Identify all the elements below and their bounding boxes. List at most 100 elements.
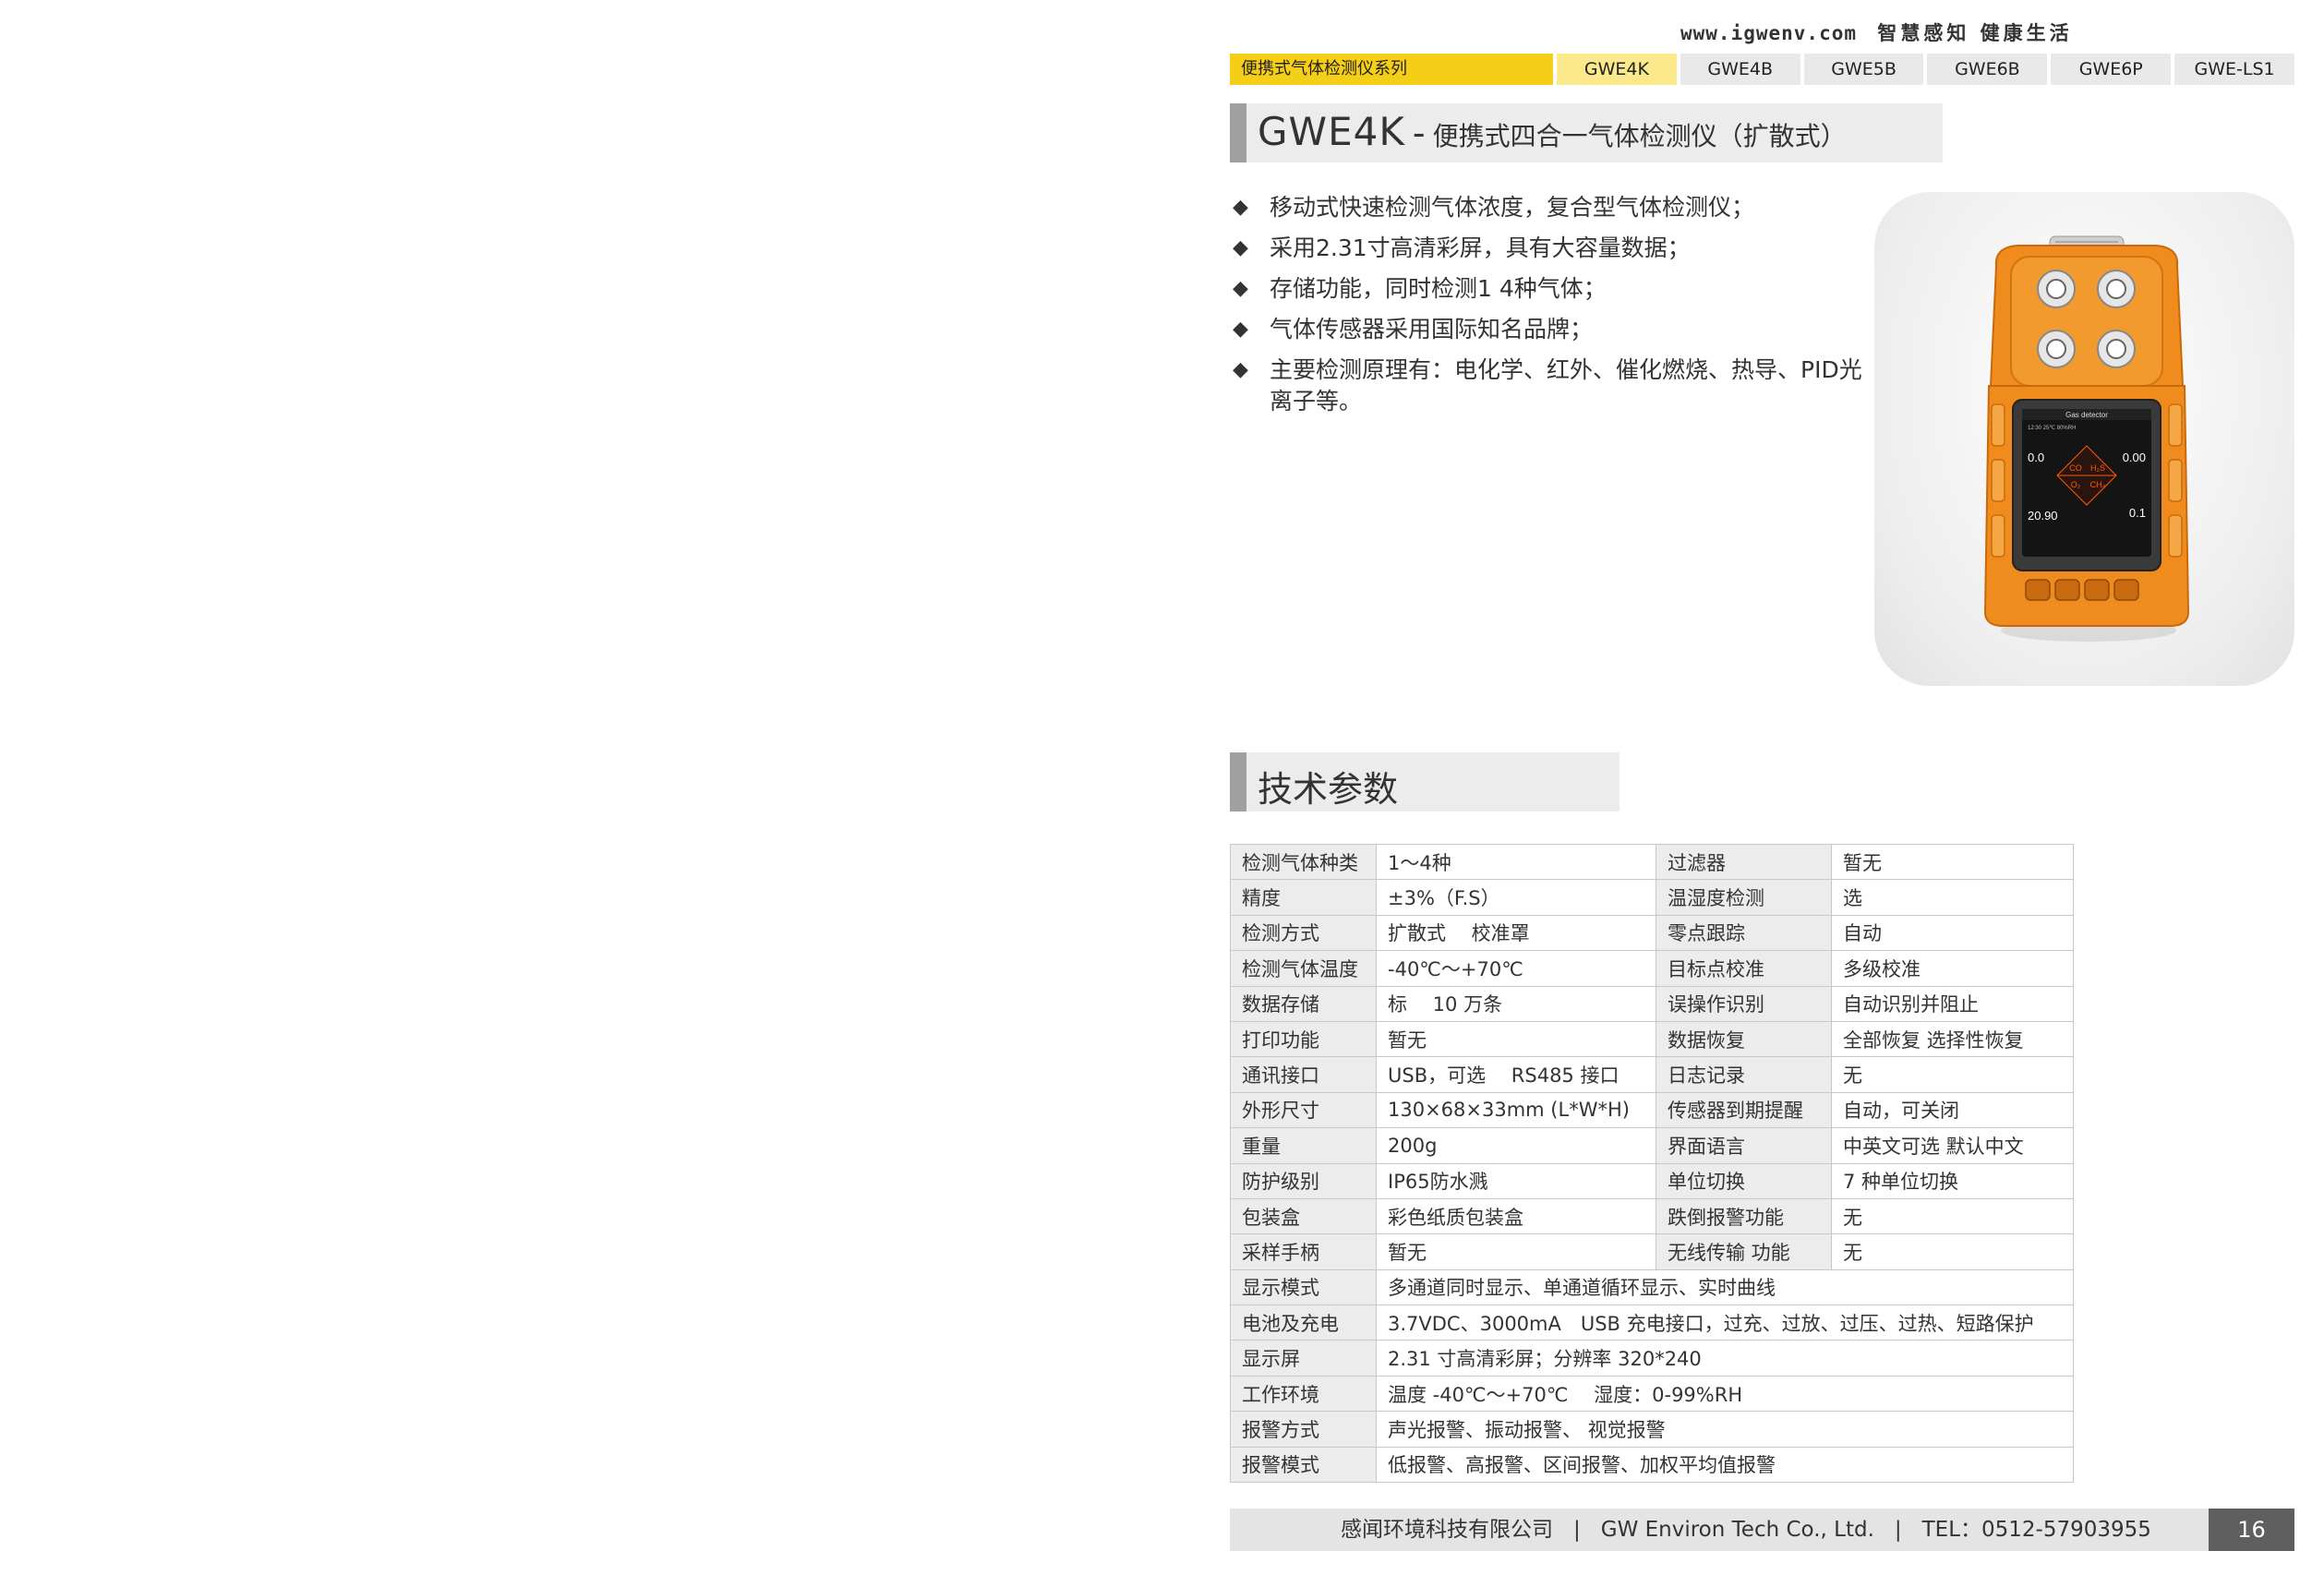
table-row: 检测方式扩散式 校准罩零点跟踪自动 [1230, 914, 2074, 952]
screen-gas-co: CO [2069, 463, 2082, 473]
spec-label: 过滤器 [1656, 843, 1832, 881]
spec-label: 检测气体种类 [1230, 843, 1377, 881]
spec-value: 彩色纸质包装盒 [1376, 1197, 1656, 1235]
slogan: 智慧感知 健康生活 [1877, 22, 2073, 44]
device-buttons [2025, 579, 2139, 601]
diamond-bullet-icon: ◆ [1233, 277, 1248, 300]
tab-gwe4k[interactable]: GWE4K [1557, 54, 1677, 85]
feature-list: ◆移动式快速检测气体浓度，复合型气体检测仪； ◆采用2.31寸高清彩屏，具有大容… [1233, 192, 1879, 427]
screen-status: 12:30 25℃ 80%RH [2028, 426, 2076, 431]
table-row: 采样手柄暂无无线传输 功能无 [1230, 1233, 2074, 1270]
feature-text: 气体传感器采用国际知名品牌； [1270, 316, 1594, 343]
feature-item: ◆主要检测原理有：电化学、红外、催化燃烧、热导、PID光离子等。 [1233, 355, 1879, 417]
spec-value: 自动识别并阻止 [1831, 985, 2074, 1022]
spec-label: 目标点校准 [1656, 950, 1832, 987]
table-row: 报警模式低报警、高报警、区间报警、加权平均值报警 [1230, 1446, 2074, 1484]
footer-separator: | [1894, 1518, 1902, 1542]
screen-gas-h2s: H₂S [2090, 463, 2105, 473]
diamond-bullet-icon: ◆ [1233, 358, 1248, 381]
spec-label: 温湿度检测 [1656, 879, 1832, 916]
spec-value: 2.31 寸高清彩屏；分辨率 320*240 [1376, 1340, 2074, 1377]
screen-header: Gas detector [2065, 411, 2108, 419]
spec-value: 暂无 [1831, 843, 2074, 881]
spec-title: 技术参数 [1258, 769, 1399, 810]
table-row: 精度±3%（F.S）温湿度检测选 [1230, 879, 2074, 916]
spec-label: 重量 [1230, 1127, 1377, 1164]
spec-label: 通讯接口 [1230, 1056, 1377, 1093]
feature-text: 采用2.31寸高清彩屏，具有大容量数据； [1270, 234, 1691, 261]
product-title: GWE4K-便携式四合一气体检测仪（扩散式） [1258, 109, 1847, 154]
spec-label: 打印功能 [1230, 1020, 1377, 1058]
feature-item: ◆采用2.31寸高清彩屏，具有大容量数据； [1233, 233, 1879, 264]
tab-gwe6p[interactable]: GWE6P [2051, 54, 2172, 85]
spec-label: 检测方式 [1230, 914, 1377, 952]
gas-detector-image: Gas detector 12:30 25℃ 80%RH CO H₂S O₂ C… [1983, 235, 2190, 642]
feature-item: ◆ 存储功能，同时检测1 4种气体； [1233, 273, 1879, 305]
screen-value-h2s: 0.00 [2123, 451, 2146, 464]
product-image-panel: Gas detector 12:30 25℃ 80%RH CO H₂S O₂ C… [1874, 192, 2294, 686]
company-cn: 感闻环境科技有限公司 [1341, 1518, 1553, 1542]
spec-label: 包装盒 [1230, 1197, 1377, 1235]
spec-value: 3.7VDC、3000mA USB 充电接口，过充、过放、过压、过热、短路保护 [1376, 1304, 2074, 1341]
tab-gwe6b[interactable]: GWE6B [1927, 54, 2048, 85]
spec-label: 数据存储 [1230, 985, 1377, 1022]
spec-label: 检测气体温度 [1230, 950, 1377, 987]
table-row: 工作环境温度 -40℃～+70℃ 湿度：0-99%RH [1230, 1375, 2074, 1413]
product-model: GWE4K [1258, 109, 1405, 154]
screen-value-o2: 20.90 [2028, 509, 2058, 523]
spec-value: IP65防水溅 [1376, 1162, 1656, 1199]
screen-value-ch4: 0.1 [2129, 506, 2146, 520]
spec-value: 自动 [1831, 914, 2074, 952]
spec-label: 跌倒报警功能 [1656, 1197, 1832, 1235]
tab-gwe4b[interactable]: GWE4B [1680, 54, 1800, 85]
spec-value: 暂无 [1376, 1020, 1656, 1058]
nav-series-label[interactable]: 便携式气体检测仪系列 [1230, 54, 1553, 85]
spec-value: 自动，可关闭 [1831, 1091, 2074, 1129]
screen-gas-o2: O₂ [2071, 480, 2081, 489]
spec-value: 无 [1831, 1233, 2074, 1270]
website-url[interactable]: www.igwenv.com [1680, 22, 1858, 44]
screen-gas-ch4: CH₄ [2090, 480, 2106, 489]
spec-label: 数据恢复 [1656, 1020, 1832, 1058]
table-row: 打印功能暂无数据恢复全部恢复 选择性恢复 [1230, 1020, 2074, 1058]
footer: 感闻环境科技有限公司|GW Environ Tech Co., Ltd.|TEL… [1230, 1509, 2209, 1551]
tab-gwe-ls1[interactable]: GWE-LS1 [2174, 54, 2294, 85]
spec-label: 误操作识别 [1656, 985, 1832, 1022]
spec-value: 多通道同时显示、单通道循环显示、实时曲线 [1376, 1268, 2074, 1306]
feature-text: 存储功能，同时检测1 4种气体； [1270, 275, 1607, 302]
spec-value: 无 [1831, 1056, 2074, 1093]
spec-label: 日志记录 [1656, 1056, 1832, 1093]
feature-item: ◆气体传感器采用国际知名品牌； [1233, 314, 1879, 345]
spec-value: 130×68×33mm (L*W*H) [1376, 1091, 1656, 1129]
title-dash: - [1412, 113, 1426, 153]
spec-title-bar: 技术参数 [1230, 752, 1620, 812]
spec-label: 单位切换 [1656, 1162, 1832, 1199]
screen-value-co: 0.0 [2028, 451, 2044, 464]
product-title-bar: GWE4K-便携式四合一气体检测仪（扩散式） [1230, 103, 1943, 162]
spec-value: -40℃～+70℃ [1376, 950, 1656, 987]
page-number: 16 [2209, 1509, 2294, 1551]
spec-value: 温度 -40℃～+70℃ 湿度：0-99%RH [1376, 1375, 2074, 1413]
spec-accent-bar [1230, 752, 1246, 812]
table-row: 包装盒彩色纸质包装盒跌倒报警功能无 [1230, 1197, 2074, 1235]
header-website: www.igwenv.com 智慧感知 健康生活 [1680, 18, 2105, 46]
product-nav: 便携式气体检测仪系列 GWE4K GWE4B GWE5B GWE6B GWE6P… [1230, 54, 2294, 85]
footer-separator: | [1573, 1518, 1581, 1542]
spec-value: 无 [1831, 1197, 2074, 1235]
spec-value: 7 种单位切换 [1831, 1162, 2074, 1199]
spec-label: 报警模式 [1230, 1446, 1377, 1484]
tab-gwe5b[interactable]: GWE5B [1803, 54, 1924, 85]
spec-label: 防护级别 [1230, 1162, 1377, 1199]
spec-label: 电池及充电 [1230, 1304, 1377, 1341]
spec-value: 1～4种 [1376, 843, 1656, 881]
spec-value: 声光报警、振动报警、 视觉报警 [1376, 1411, 2074, 1448]
table-row: 报警方式声光报警、振动报警、 视觉报警 [1230, 1411, 2074, 1448]
spec-value: 多级校准 [1831, 950, 2074, 987]
spec-value: 标 10 万条 [1376, 985, 1656, 1022]
spec-value: 全部恢复 选择性恢复 [1831, 1020, 2074, 1058]
